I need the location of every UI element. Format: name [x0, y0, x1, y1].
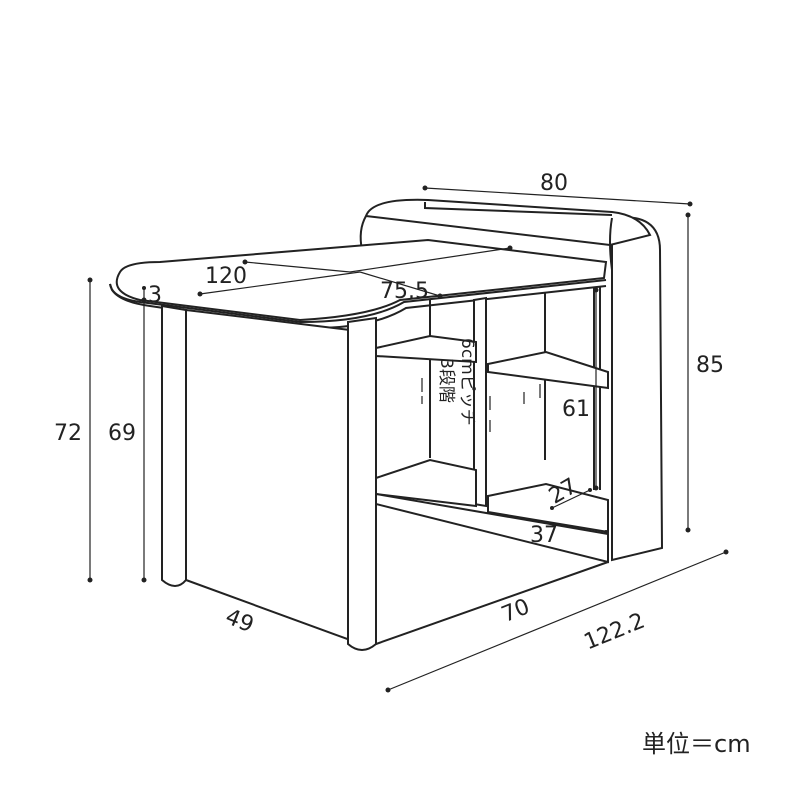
dim-label-75-5: 75.5 [380, 279, 429, 304]
dim-dot [685, 527, 691, 533]
dim-line-37 [487, 511, 607, 533]
cabinet-back-panel [364, 198, 652, 247]
unit-label: 単位＝cm [642, 730, 751, 758]
shelf-upper-left [375, 334, 477, 364]
dim-dot [142, 286, 146, 290]
left-leg [161, 304, 187, 587]
dim-dot [422, 185, 428, 191]
dim-label-85: 85 [696, 353, 724, 378]
left-end-panel [185, 308, 351, 642]
dim-dot [604, 530, 608, 534]
shelf-steps-note: 3段階 [436, 358, 456, 403]
dim-dot [197, 291, 203, 297]
shelf-upper-right [487, 350, 609, 390]
cabinet-top-rail [424, 202, 613, 216]
dim-dot [723, 549, 729, 555]
dim-dot [687, 201, 693, 207]
dim-line-27 [551, 489, 591, 509]
shelf-bottom-left [375, 458, 477, 508]
dim-label-72: 72 [54, 421, 82, 446]
dim-line-122-2 [387, 551, 727, 691]
dim-label-49: 49 [222, 605, 257, 639]
table-leaf-seam-1 [244, 247, 511, 273]
dim-label-69: 69 [108, 421, 136, 446]
dim-dot [141, 577, 147, 583]
table-leaf-seam-3 [359, 271, 441, 297]
dim-label-120: 120 [205, 264, 247, 289]
dim-label-37: 37 [530, 523, 558, 548]
table-top-surface [115, 238, 608, 322]
front-leg [347, 316, 377, 651]
dim-label-61: 61 [562, 397, 590, 422]
dim-label-122-2: 122.2 [581, 609, 649, 656]
dim-dot [685, 212, 691, 218]
dim-dot [87, 577, 93, 583]
dim-dot [385, 687, 391, 693]
dim-dot [593, 287, 599, 293]
dim-line-80 [424, 187, 691, 205]
dim-dot [550, 506, 554, 510]
table-leaf-seam-2 [199, 271, 361, 295]
cabinet-side-panel [611, 216, 664, 562]
dim-dot [141, 297, 147, 303]
dim-dot [593, 485, 599, 491]
dim-dot [588, 488, 592, 492]
dim-label-80: 80 [540, 171, 568, 196]
dim-dot [437, 293, 443, 299]
dim-dot [507, 245, 513, 251]
dim-dot [242, 259, 248, 265]
dim-label-3: 3 [148, 283, 162, 308]
shelf-pin-marks [421, 378, 541, 432]
shelf-pitch-note: 6cmピッチ [457, 338, 477, 426]
cabinet-bottom-edge [375, 561, 609, 645]
dim-dot [87, 277, 93, 283]
cabinet-front-edge [609, 217, 613, 560]
